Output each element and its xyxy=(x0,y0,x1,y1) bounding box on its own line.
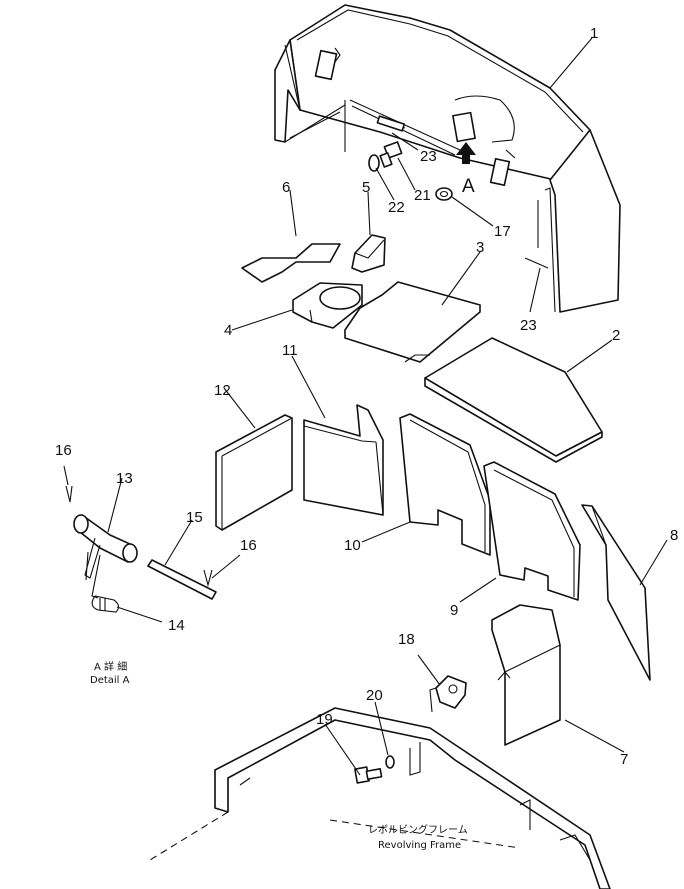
part-14-clip xyxy=(91,595,120,613)
callout-10: 10 xyxy=(344,537,361,554)
part-6-pad xyxy=(241,243,341,283)
callout-21: 21 xyxy=(414,187,431,204)
part-18-bracket xyxy=(429,675,467,713)
part-1-top-cover xyxy=(274,4,621,313)
part-20-washer xyxy=(385,755,395,769)
part-17-nut xyxy=(435,187,453,201)
callout-4: 4 xyxy=(224,322,232,339)
part-12-panel xyxy=(215,414,293,531)
view-arrow-icon xyxy=(456,142,476,164)
part-2-panel xyxy=(424,337,603,463)
part-9-panel xyxy=(483,461,581,601)
callout-14: 14 xyxy=(168,617,185,634)
callout-16-detail: 16 xyxy=(55,442,72,459)
detail-a-label-jp: A 詳 細 xyxy=(94,660,127,673)
callout-16: 16 xyxy=(240,537,257,554)
part-5-block xyxy=(351,234,386,273)
part-4-block-with-cutout xyxy=(292,282,363,329)
part-3-panel xyxy=(344,281,481,363)
callout-23-lower: 23 xyxy=(520,317,537,334)
revolving-frame-label-en: Revolving Frame xyxy=(378,840,461,851)
callout-20: 20 xyxy=(366,687,383,704)
part-8-panel xyxy=(581,504,651,681)
part-22-washer xyxy=(368,154,380,172)
revolving-frame xyxy=(149,707,611,889)
callout-2: 2 xyxy=(612,327,620,344)
part-15-pin xyxy=(147,559,217,600)
part-19-bolt xyxy=(354,766,383,784)
callout-11: 11 xyxy=(282,342,298,359)
callout-13: 13 xyxy=(116,470,133,487)
part-7-block xyxy=(491,604,561,746)
callout-1: 1 xyxy=(590,25,598,42)
part-16-cotter-pin xyxy=(65,485,213,588)
view-marker-a: A xyxy=(462,176,475,197)
callout-22: 22 xyxy=(388,199,405,216)
callout-19: 19 xyxy=(316,711,333,728)
revolving-frame-label-jp: レボルビングフレーム xyxy=(368,823,468,836)
callout-6: 6 xyxy=(282,179,290,196)
callout-9: 9 xyxy=(450,602,458,619)
callout-18: 18 xyxy=(398,631,415,648)
detail-a-latch xyxy=(73,514,138,599)
callout-7: 7 xyxy=(620,751,628,768)
callout-12: 12 xyxy=(214,382,231,399)
part-10-panel xyxy=(399,413,491,556)
leader-lines xyxy=(63,37,668,776)
callout-17: 17 xyxy=(494,223,511,240)
callout-15: 15 xyxy=(186,509,203,526)
callout-3: 3 xyxy=(476,239,484,256)
callout-8: 8 xyxy=(670,527,678,544)
part-21-bolt xyxy=(379,141,403,168)
callout-5: 5 xyxy=(362,179,370,196)
part-11-panel xyxy=(303,404,384,516)
callout-23-upper: 23 xyxy=(420,148,437,165)
detail-a-label-en: Detail A xyxy=(90,675,130,686)
